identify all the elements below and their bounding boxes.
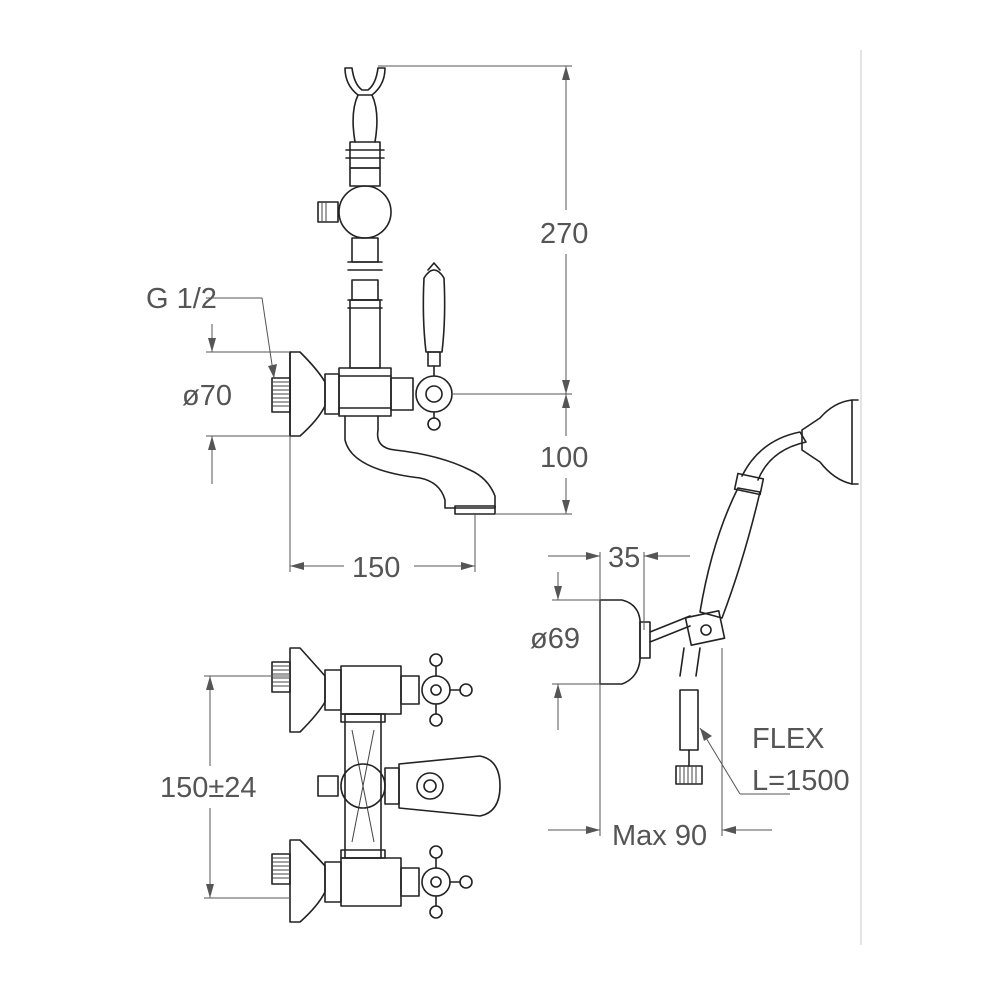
- front-view-mixer: [271, 67, 496, 515]
- flex-length-label: L=1500: [752, 765, 850, 797]
- height-100-label: 100: [540, 442, 588, 474]
- thread-label: G 1/2: [146, 283, 217, 315]
- height-270-label: 270: [540, 218, 588, 250]
- dimension-lines: [204, 65, 790, 899]
- flex-title-label: FLEX: [752, 723, 825, 755]
- top-view-mixer: [271, 647, 501, 923]
- shower-holder-and-handset: [599, 399, 859, 785]
- holder-max-label: Max 90: [612, 820, 707, 852]
- spout-reach-label: 150: [352, 552, 400, 584]
- holder-diameter-label: ø69: [530, 623, 580, 655]
- centers-label: 150±24: [160, 772, 257, 804]
- rosette-diameter-label: ø70: [182, 380, 232, 412]
- holder-offset-label: 35: [608, 542, 640, 574]
